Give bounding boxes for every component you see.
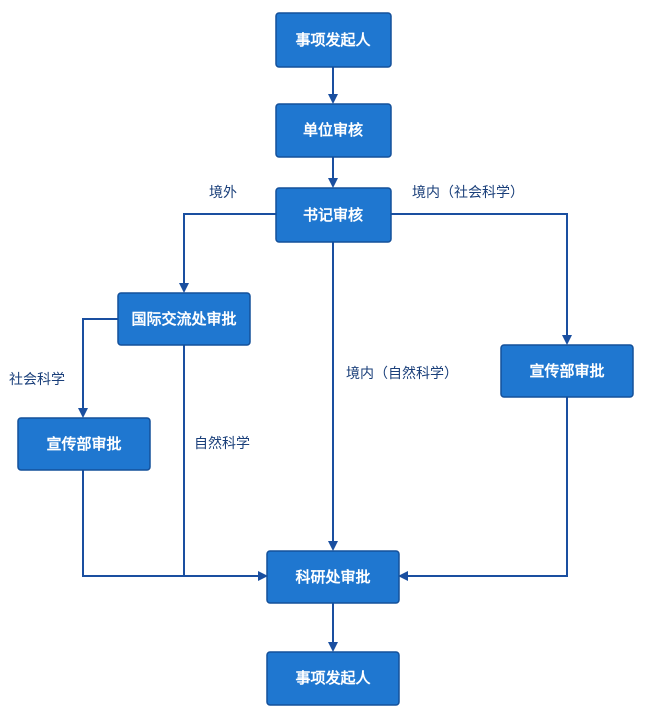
node-propaganda-right: 宣传部审批 (500, 344, 634, 398)
label-domestic-social: 境内（社会科学） (412, 185, 524, 201)
node-initiator-bottom: 事项发起人 (266, 651, 400, 706)
edge-labels: 境外 境内（社会科学） 境内（自然科学） 社会科学 自然科学 (9, 185, 524, 452)
node-initiator-bottom-label: 事项发起人 (295, 669, 371, 687)
edge-propaganda-left-to-research (82, 470, 268, 581)
edge-propaganda-right-to-research (398, 397, 568, 581)
node-secretary-review: 书记审核 (275, 187, 392, 243)
edges (78, 67, 572, 652)
edge-intl-to-propaganda-left (78, 318, 118, 418)
node-intl-office-label: 国际交流处审批 (131, 310, 236, 328)
node-secretary-review-label: 书记审核 (303, 206, 363, 224)
node-unit-review: 单位审核 (275, 103, 392, 158)
node-initiator-top-label: 事项发起人 (295, 31, 371, 49)
node-propaganda-right-label: 宣传部审批 (529, 362, 604, 380)
node-propaganda-left: 宣传部审批 (17, 417, 151, 471)
edge-secretary-to-propaganda-right (391, 213, 572, 345)
node-research-office: 科研处审批 (266, 550, 400, 604)
label-natural-science: 自然科学 (194, 435, 250, 452)
label-domestic-natural: 境内（自然科学） (346, 365, 458, 382)
node-propaganda-left-label: 宣传部审批 (46, 435, 121, 453)
node-initiator-top: 事项发起人 (275, 12, 392, 68)
node-intl-office: 国际交流处审批 (117, 292, 251, 346)
edge-secretary-to-intl (179, 213, 276, 293)
label-overseas: 境外 (209, 185, 237, 201)
label-social-science: 社会科学 (9, 372, 65, 388)
node-research-office-label: 科研处审批 (295, 568, 370, 586)
node-unit-review-label: 单位审核 (303, 121, 363, 139)
